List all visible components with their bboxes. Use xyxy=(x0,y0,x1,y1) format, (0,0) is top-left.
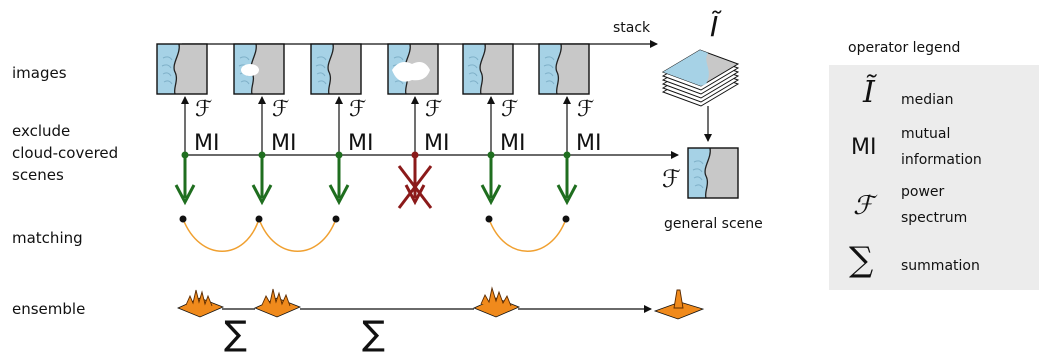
scene-column-2: ℱ MI xyxy=(251,96,296,206)
general-scene-thumbnail xyxy=(687,147,739,199)
scene-thumbnails xyxy=(156,43,590,95)
mi-node xyxy=(181,151,189,159)
row-label-images: images xyxy=(12,64,67,82)
operator-legend: Ĩ median MI mutual information ℱ power s… xyxy=(829,65,1039,290)
median-symbol: Ĩ xyxy=(863,75,875,110)
row-label-matching: matching xyxy=(12,229,83,247)
ensemble-spectrum-2 xyxy=(253,288,302,318)
general-scene-label: general scene xyxy=(664,216,763,232)
scene-column-4: ℱ MI xyxy=(397,96,449,209)
accepted-arrow xyxy=(328,158,350,206)
mi-label: MI xyxy=(348,131,373,156)
power-spectrum-symbol: ℱ xyxy=(425,97,442,122)
ensemble-spectrum-1 xyxy=(176,289,225,318)
power-spectrum-symbol: ℱ xyxy=(501,97,518,122)
legend-title: operator legend xyxy=(848,40,961,56)
scene-column-5: ℱ MI xyxy=(480,96,525,206)
mi-node xyxy=(258,151,266,159)
excluded-arrow xyxy=(397,158,433,209)
scene-column-3: ℱ MI xyxy=(328,96,373,206)
power-spectrum-symbol: ℱ xyxy=(195,97,212,122)
summation-symbol: ∑ xyxy=(849,240,874,280)
mi-label: MI xyxy=(194,131,219,156)
mi-label: MI xyxy=(424,131,449,156)
accepted-arrow xyxy=(480,158,502,206)
matching-links xyxy=(179,215,570,252)
accepted-arrow xyxy=(251,158,273,206)
scene-thumbnail-6 xyxy=(538,43,590,95)
legend-label-power: power xyxy=(901,184,945,200)
stack-label: stack xyxy=(613,20,651,36)
row-label-scenes: scenes xyxy=(12,166,64,184)
scene-thumbnail-5 xyxy=(462,43,514,95)
mi-label: MI xyxy=(576,131,601,156)
scene-thumbnail-3 xyxy=(310,43,362,95)
row-label-exclude: exclude xyxy=(12,122,71,140)
power-spectrum-symbol: ℱ xyxy=(577,97,594,122)
mi-node xyxy=(487,151,495,159)
cloud-patch xyxy=(241,64,259,76)
power-spectrum-symbol: ℱ xyxy=(349,97,366,122)
summation-symbol-1: ∑ xyxy=(224,314,247,353)
mi-symbol: MI xyxy=(851,135,877,160)
mi-node xyxy=(411,151,419,159)
scene-column-1: ℱ MI xyxy=(174,96,219,206)
ensemble-spectrum-3 xyxy=(472,286,521,318)
scene-columns: ℱ MI ℱ MI ℱ MI ℱ MI ℱ MI ℱ MI xyxy=(174,96,601,209)
scene-column-6: ℱ MI xyxy=(556,96,601,206)
legend-label-mutual: mutual xyxy=(901,126,951,142)
power-spectrum-symbol: ℱ xyxy=(272,97,289,122)
legend-label-information: information xyxy=(901,152,982,168)
image-stack-icon xyxy=(661,49,740,107)
mi-label: MI xyxy=(271,131,296,156)
power-spectrum-symbol: ℱ xyxy=(853,191,874,221)
cloud-patch xyxy=(392,62,430,82)
legend-label-median: median xyxy=(901,92,954,108)
legend-label-summation: summation xyxy=(901,258,980,274)
ensemble-result xyxy=(653,289,705,320)
row-label-cloud-covered: cloud-covered xyxy=(12,144,119,162)
accepted-arrow xyxy=(556,158,578,206)
scene-thumbnail-1 xyxy=(156,43,208,95)
power-spectrum-symbol-general: ℱ xyxy=(662,165,681,193)
mi-label: MI xyxy=(500,131,525,156)
mi-node xyxy=(563,151,571,159)
median-symbol-stack: Ĩ xyxy=(710,10,722,43)
row-label-ensemble: ensemble xyxy=(12,300,86,318)
legend-label-spectrum: spectrum xyxy=(901,210,968,226)
accepted-arrow xyxy=(174,158,196,206)
mi-node xyxy=(335,151,343,159)
summation-symbol-2: ∑ xyxy=(362,314,385,353)
